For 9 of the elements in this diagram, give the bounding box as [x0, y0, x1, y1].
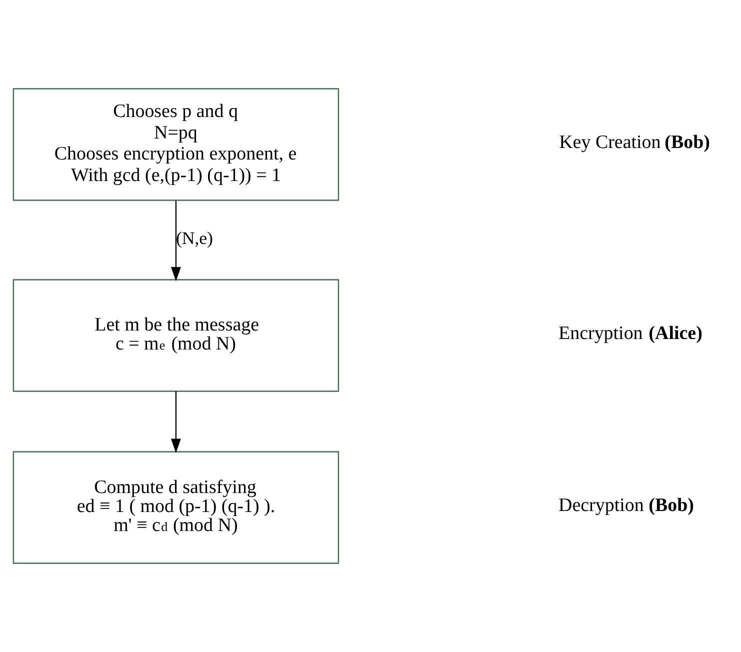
node-box: Let m be the message c = me (mod N): [12, 279, 340, 392]
node-box: Compute d satisfying ed ≡ 1 ( mod (p-1) (q-1) ). m' ≡ cd (mod N): [12, 451, 340, 564]
arrow: [170, 391, 181, 454]
edge-label: (N,e): [176, 228, 213, 248]
label: Decryption (Bob): [558, 494, 694, 516]
label: Key Creation (Bob): [559, 132, 710, 153]
node-box: Chooses p and q N=pq Chooses encryption exponent, e With gcd (e,(p-1) (q-1)) = 1: [12, 88, 340, 201]
arrow: [170, 200, 181, 282]
label: Encryption (Alice): [558, 322, 702, 344]
